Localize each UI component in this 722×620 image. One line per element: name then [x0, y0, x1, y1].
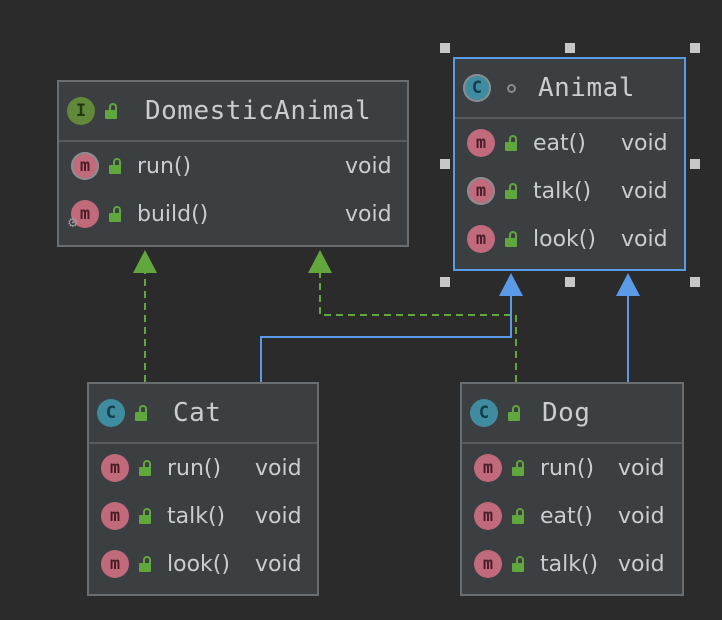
method-return-type: void: [255, 503, 302, 529]
node-title: DomesticAnimal: [145, 96, 372, 126]
method-icon: m: [474, 550, 502, 578]
cat-implements-arrowhead: [133, 250, 157, 273]
method-return-type: void: [345, 201, 392, 227]
method-row[interactable]: m run() void: [462, 444, 682, 492]
lock-icon: [135, 405, 149, 421]
method-name: look(): [167, 551, 230, 577]
method-icon: m: [101, 550, 129, 578]
method-row[interactable]: m talk() void: [455, 167, 684, 215]
lock-icon: [512, 460, 526, 476]
lock-icon: [109, 206, 123, 222]
method-return-type: void: [621, 226, 668, 252]
node-header: C Animal: [455, 59, 684, 119]
method-return-type: void: [621, 130, 668, 156]
method-row[interactable]: m talk() void: [89, 492, 317, 540]
method-name: run(): [137, 153, 192, 179]
resize-handle-ne[interactable]: [690, 43, 700, 53]
method-icon: m: [101, 454, 129, 482]
method-return-type: void: [255, 455, 302, 481]
resize-handle-e[interactable]: [690, 159, 700, 169]
method-row[interactable]: m look() void: [455, 215, 684, 263]
cat-extends-animal-edge: [260, 295, 512, 382]
method-name: run(): [540, 455, 595, 481]
node-header: C Cat: [89, 384, 317, 444]
method-return-type: void: [618, 503, 665, 529]
method-return-type: void: [345, 153, 392, 179]
class-icon: C: [97, 399, 125, 427]
lock-icon: [512, 556, 526, 572]
method-name: look(): [533, 226, 596, 252]
visibility-dot-icon: [507, 83, 516, 93]
animal-node[interactable]: C Animal m eat() void m talk() void m lo…: [453, 57, 686, 271]
method-return-type: void: [618, 455, 665, 481]
method-name: talk(): [167, 503, 226, 529]
resize-handle-w[interactable]: [440, 159, 450, 169]
lock-icon: [109, 158, 123, 174]
resize-handle-se[interactable]: [690, 277, 700, 287]
method-icon: m: [71, 200, 99, 228]
method-return-type: void: [255, 551, 302, 577]
method-name: build(): [137, 201, 209, 227]
gear-icon: ⚙: [67, 216, 79, 231]
node-title: Dog: [542, 398, 591, 428]
resize-handle-n[interactable]: [565, 43, 575, 53]
class-icon: C: [470, 399, 498, 427]
lock-icon: [105, 103, 119, 119]
method-icon: m: [101, 502, 129, 530]
lock-icon: [139, 556, 153, 572]
dog-node[interactable]: C Dog m run() void m eat() void m talk()…: [460, 382, 684, 596]
method-return-type: void: [621, 178, 668, 204]
domestic-animal-node[interactable]: I DomesticAnimal m run() void m ⚙ build(…: [57, 80, 409, 247]
cat-extends-arrowhead: [499, 273, 523, 296]
method-name: eat(): [533, 130, 586, 156]
method-name: talk(): [540, 551, 599, 577]
cat-node[interactable]: C Cat m run() void m talk() void m look(…: [87, 382, 319, 596]
method-icon: m: [71, 152, 99, 180]
resize-handle-sw[interactable]: [440, 277, 450, 287]
node-title: Animal: [538, 73, 635, 103]
method-return-type: void: [618, 551, 665, 577]
method-icon: m: [467, 129, 495, 157]
method-row[interactable]: m run() void: [59, 142, 407, 190]
lock-icon: [512, 508, 526, 524]
dog-implements-domestic-edge: [319, 272, 517, 382]
method-icon: m: [474, 454, 502, 482]
node-header: I DomesticAnimal: [59, 82, 407, 142]
interface-icon: I: [67, 97, 95, 125]
resize-handle-s[interactable]: [565, 277, 575, 287]
lock-icon: [508, 405, 522, 421]
resize-handle-nw[interactable]: [440, 43, 450, 53]
dog-implements-arrowhead: [308, 250, 332, 273]
class-icon: C: [463, 74, 491, 102]
method-row[interactable]: m eat() void: [462, 492, 682, 540]
method-row[interactable]: m ⚙ build() void: [59, 190, 407, 238]
method-name: talk(): [533, 178, 592, 204]
lock-icon: [505, 183, 519, 199]
lock-icon: [139, 460, 153, 476]
method-icon: m: [474, 502, 502, 530]
method-icon: m: [467, 177, 495, 205]
node-title: Cat: [173, 398, 222, 428]
method-icon: m: [467, 225, 495, 253]
dog-extends-arrowhead: [616, 273, 640, 296]
method-name: run(): [167, 455, 222, 481]
method-name: eat(): [540, 503, 593, 529]
method-row[interactable]: m eat() void: [455, 119, 684, 167]
method-row[interactable]: m look() void: [89, 540, 317, 588]
method-row[interactable]: m run() void: [89, 444, 317, 492]
method-row[interactable]: m talk() void: [462, 540, 682, 588]
lock-icon: [505, 135, 519, 151]
lock-icon: [139, 508, 153, 524]
lock-icon: [505, 231, 519, 247]
node-header: C Dog: [462, 384, 682, 444]
